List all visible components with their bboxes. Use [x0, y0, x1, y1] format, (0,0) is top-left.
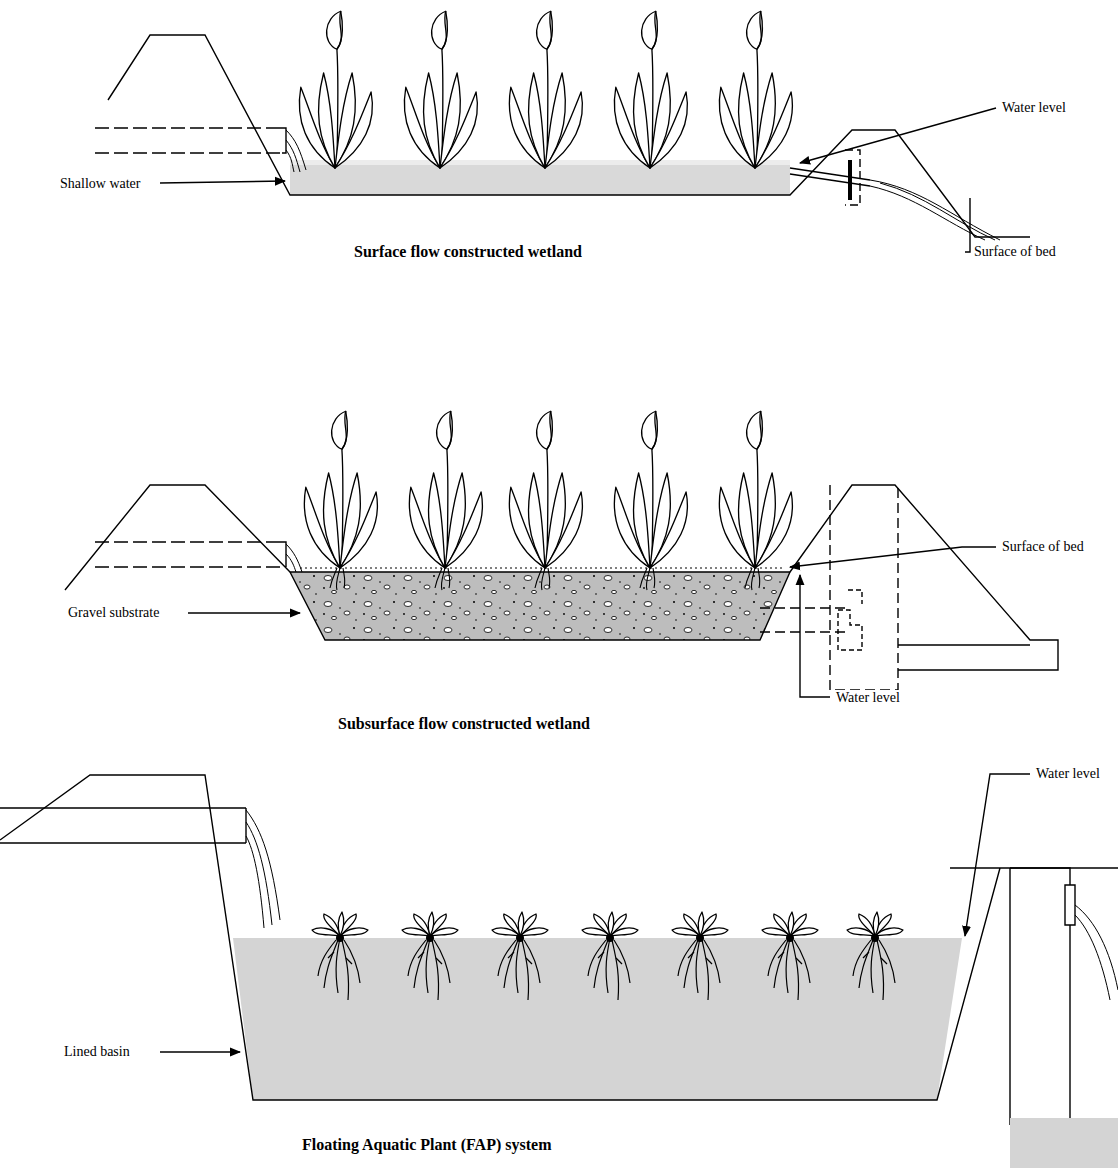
plant-roots: [640, 568, 655, 590]
floating-plant: [582, 912, 638, 1000]
plant-roots: [535, 568, 550, 590]
floating-plant: [672, 912, 728, 1000]
callout-label: Water level: [834, 690, 902, 706]
panel-caption: Subsurface flow constructed wetland: [336, 715, 592, 733]
emergent-plant: [719, 411, 792, 568]
callout-label: Shallow water: [58, 176, 142, 192]
emergent-plant: [719, 11, 792, 168]
emergent-plant: [509, 11, 582, 168]
floating-plant: [847, 912, 903, 1000]
plant-roots: [330, 568, 345, 590]
floating-plant: [762, 912, 818, 1000]
emergent-plant: [304, 411, 377, 568]
emergent-plant: [509, 411, 582, 568]
callout-label: Water level: [1000, 100, 1068, 116]
panel-caption: Surface flow constructed wetland: [352, 243, 584, 261]
emergent-plant: [614, 411, 687, 568]
floating-plant: [402, 912, 458, 1000]
plant-roots: [745, 568, 760, 590]
floating-plant: [492, 912, 548, 1000]
callout-label: Surface of bed: [972, 244, 1058, 260]
panel-caption: Floating Aquatic Plant (FAP) system: [300, 1136, 553, 1154]
emergent-plant: [409, 411, 482, 568]
emergent-plant: [299, 11, 372, 168]
callout-label: Water level: [1034, 766, 1102, 782]
emergent-plant: [614, 11, 687, 168]
callout-label: Gravel substrate: [66, 605, 161, 621]
plant-roots: [435, 568, 450, 590]
emergent-plant: [404, 11, 477, 168]
callout-label: Surface of bed: [1000, 539, 1086, 555]
floating-plant: [312, 912, 368, 1000]
callout-label: Lined basin: [62, 1044, 132, 1060]
